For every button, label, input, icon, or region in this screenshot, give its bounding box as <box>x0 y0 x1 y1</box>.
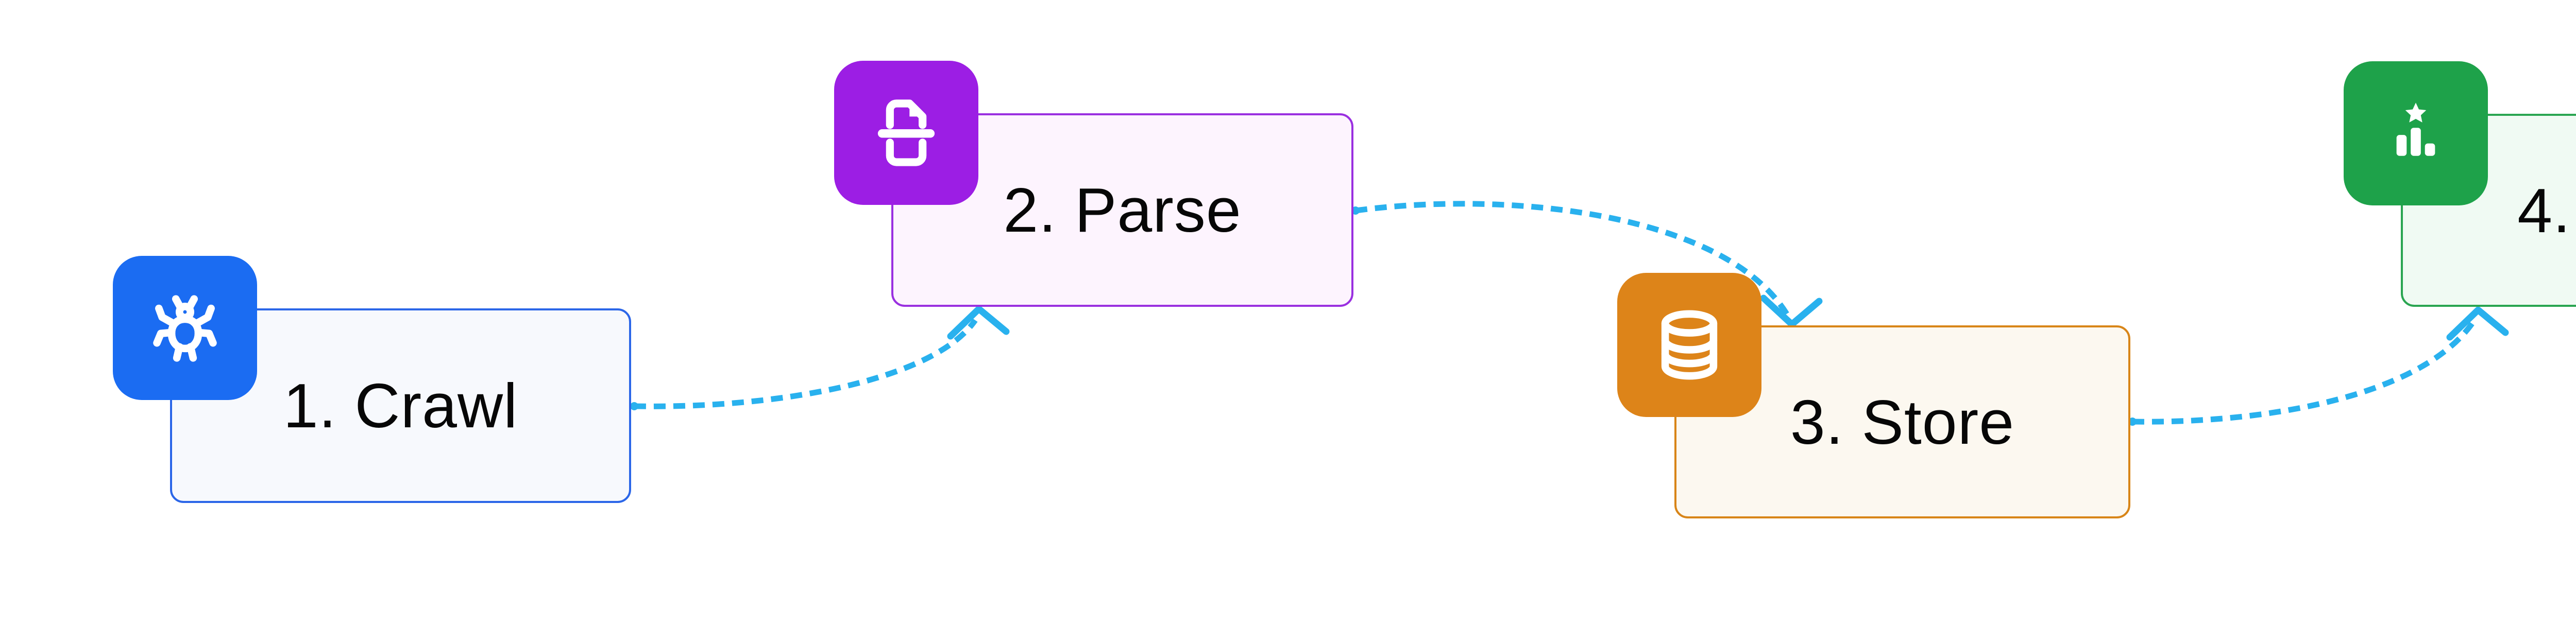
node-parse: 2. Parse <box>834 61 1353 307</box>
spider-icon <box>153 295 217 362</box>
file-scan-icon <box>877 99 935 166</box>
node-crawl: 1. Crawl <box>113 256 631 503</box>
crawl-label: 1. Crawl <box>283 371 518 441</box>
database-icon <box>1661 310 1718 380</box>
crawl-badge <box>113 256 257 400</box>
node-store: 3. Store <box>1617 273 2130 518</box>
connector-store-to-rank <box>2128 306 2509 426</box>
parse-label: 2. Parse <box>1003 175 1242 245</box>
store-badge <box>1617 273 1761 417</box>
store-label: 3. Store <box>1790 387 2015 457</box>
node-rank: 4. Rank <box>2344 61 2576 307</box>
parse-badge <box>834 61 978 205</box>
rank-badge <box>2344 61 2488 205</box>
rank-label: 4. Rank <box>2517 175 2576 246</box>
connector-crawl-to-parse <box>630 305 1010 410</box>
rank-bars-star-icon <box>2396 102 2435 156</box>
